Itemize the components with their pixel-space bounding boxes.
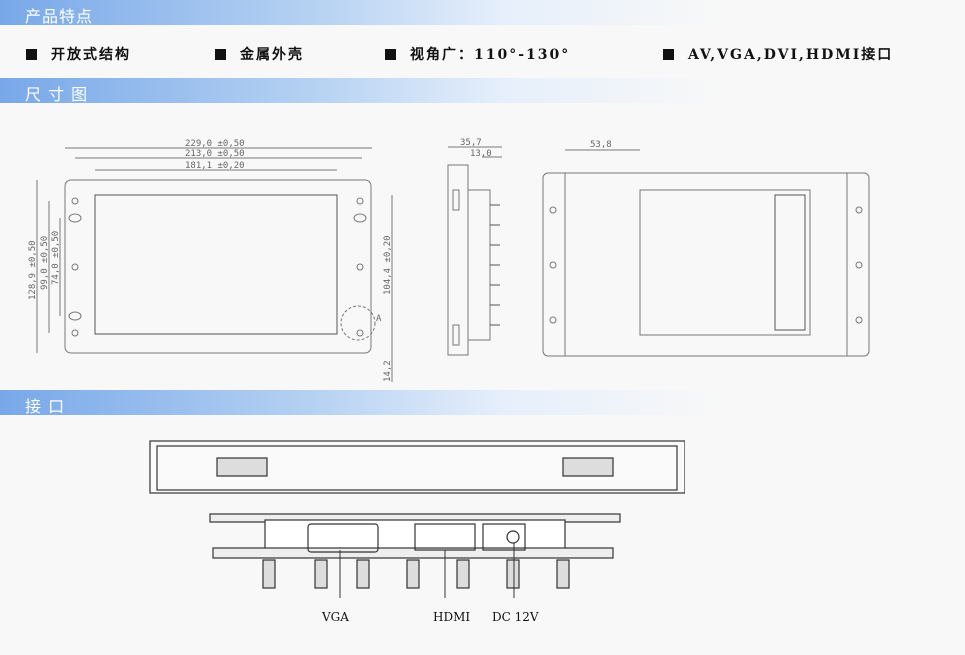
feature-item: AV,VGA,DVI,HDMI接口 (663, 44, 893, 64)
svg-text:A: A (376, 314, 382, 324)
svg-text:128,9 ±0,50: 128,9 ±0,50 (28, 240, 38, 300)
feature-item: 视角广：110°-130° (385, 44, 570, 64)
port-label-vga: VGA (322, 610, 349, 624)
back-view-drawing: 53,8 (542, 140, 870, 357)
port-label-hdmi: HDMI (433, 610, 471, 624)
section-title: 产品特点 (25, 7, 94, 26)
section-title: 接 口 (25, 397, 66, 416)
port-label-dc: DC 12V (492, 610, 539, 624)
front-view-drawing: 229,0 ±0,50 213,0 ±0,50 181,1 ±0,20 128,… (28, 139, 393, 382)
interface-drawing (149, 440, 685, 598)
svg-text:13,0: 13,0 (470, 149, 492, 159)
svg-text:53,8: 53,8 (590, 140, 612, 150)
svg-text:99,0 ±0,50: 99,0 ±0,50 (40, 236, 50, 290)
section-title: 尺 寸 图 (25, 85, 89, 104)
svg-text:229,0 ±0,50: 229,0 ±0,50 (185, 139, 245, 149)
feature-item: 开放式结构 (26, 44, 131, 64)
svg-text:14,2: 14,2 (383, 360, 393, 382)
section-header-dimensions: 尺 寸 图 (0, 78, 720, 104)
svg-text:213,0 ±0,50: 213,0 ±0,50 (185, 149, 245, 159)
svg-text:74,0 ±0,50: 74,0 ±0,50 (51, 231, 61, 285)
feature-item: 金属外壳 (215, 44, 304, 64)
section-header-features: 产品特点 (0, 0, 720, 26)
section-header-interfaces: 接 口 (0, 390, 720, 416)
svg-text:104,4 ±0,20: 104,4 ±0,20 (383, 235, 393, 295)
side-view-drawing: 35,7 13,0 (447, 138, 502, 356)
svg-text:35,7: 35,7 (460, 138, 482, 148)
svg-text:181,1 ±0,20: 181,1 ±0,20 (185, 161, 245, 171)
